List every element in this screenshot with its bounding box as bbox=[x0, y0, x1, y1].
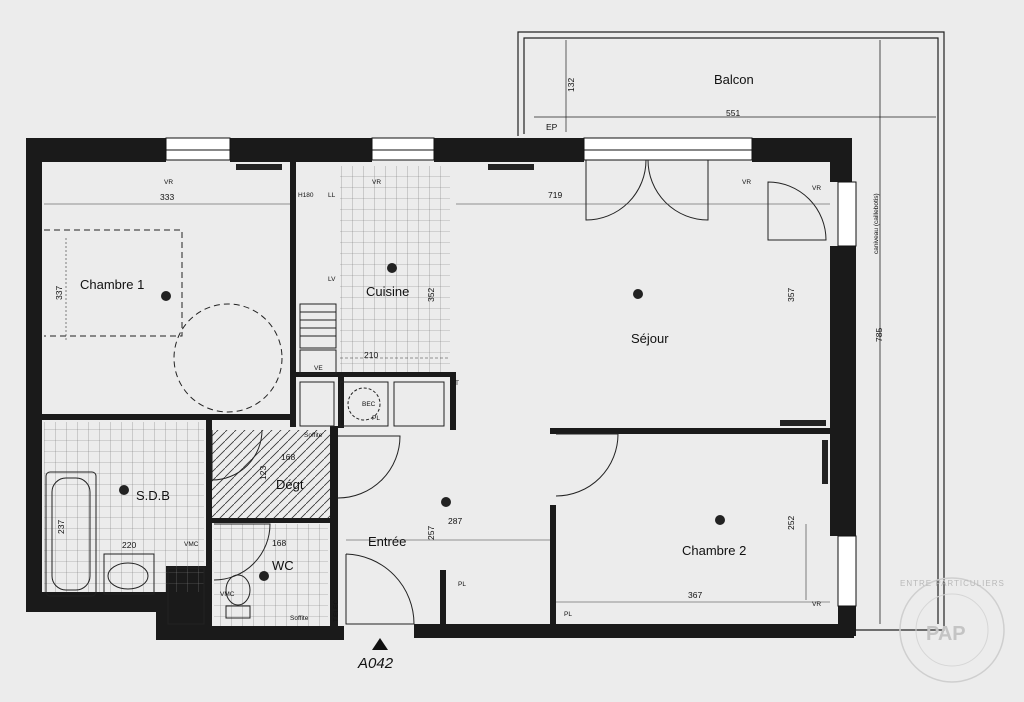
dim-sejour-width: 719 bbox=[548, 190, 562, 200]
vr-label-sejour: VR bbox=[742, 179, 751, 186]
dim-balcon-length: 785 bbox=[874, 328, 884, 342]
caniveau-label: caniveau (caillebotis) bbox=[873, 193, 880, 254]
room-labels: Balcon Chambre 1 Cuisine Séjour S.D.B Dé… bbox=[80, 72, 754, 573]
dim-sdb-width: 220 bbox=[122, 540, 136, 550]
soffite-label-top: Soffite bbox=[304, 432, 323, 439]
dim-balcon-width: 551 bbox=[726, 108, 740, 118]
dim-degt-depth: 123 bbox=[258, 466, 268, 480]
room-label-degt: Dégt bbox=[276, 477, 304, 492]
dim-chambre2-depth: 252 bbox=[786, 516, 796, 530]
ll-label: LL bbox=[328, 192, 336, 199]
room-label-wc: WC bbox=[272, 558, 294, 573]
room-label-chambre1: Chambre 1 bbox=[80, 277, 144, 292]
windows bbox=[165, 137, 857, 607]
ve-label: VE bbox=[314, 365, 323, 372]
vmc-label-sdb: VMC bbox=[184, 541, 199, 548]
dim-chambre1-depth: 337 bbox=[54, 286, 64, 300]
vr-label-cuisine: VR bbox=[372, 179, 381, 186]
fixtures bbox=[44, 229, 445, 625]
dim-sdb-depth: 237 bbox=[56, 520, 66, 534]
pl-label-boiler: PL bbox=[372, 415, 380, 422]
plan-reference: A042 bbox=[357, 655, 394, 672]
vmc-label-wc: VMC bbox=[220, 591, 235, 598]
dimension-lines bbox=[44, 203, 830, 603]
room-label-sejour: Séjour bbox=[631, 331, 669, 346]
dim-cuisine-depth: 352 bbox=[426, 288, 436, 302]
annotations: caniveau (caillebotis) EP VR VR VR VR VR… bbox=[164, 122, 880, 622]
h180-label: H180 bbox=[298, 192, 314, 199]
room-label-cuisine: Cuisine bbox=[366, 284, 409, 299]
vr-label-chambre1: VR bbox=[164, 179, 173, 186]
bec-label: BEC bbox=[362, 401, 376, 408]
vr-label-chambre2: VR bbox=[812, 601, 821, 608]
pl-label-chambre2: PL bbox=[564, 611, 572, 618]
pl-label-entree: PL bbox=[458, 581, 466, 588]
soffite-label-bottom: Soffite bbox=[290, 615, 309, 622]
t-label: T bbox=[455, 380, 459, 387]
dim-chambre2-width: 367 bbox=[688, 590, 702, 600]
lv-label: LV bbox=[328, 276, 336, 283]
entrance-marker: A042 bbox=[357, 638, 394, 672]
dim-entree-width: 287 bbox=[448, 516, 462, 526]
pap-watermark: PAP ENTRE PARTICULIERS bbox=[899, 577, 1005, 683]
t-elec-label: T.ELEC bbox=[333, 600, 340, 622]
dim-cuisine-counter: 210 bbox=[364, 350, 378, 360]
vr-label-sejour-side: VR bbox=[812, 185, 821, 192]
room-label-chambre2: Chambre 2 bbox=[682, 543, 746, 558]
radiators bbox=[236, 164, 828, 484]
watermark-ring-text: ENTRE PARTICULIERS bbox=[900, 579, 1005, 588]
dim-degt-width: 168 bbox=[281, 452, 295, 462]
dim-sejour-depth: 357 bbox=[786, 288, 796, 302]
watermark-letters: PAP bbox=[926, 623, 966, 645]
ep-label: EP bbox=[546, 122, 558, 132]
tile-areas bbox=[44, 166, 450, 626]
light-points bbox=[119, 263, 725, 581]
room-label-entree: Entrée bbox=[368, 534, 406, 549]
dim-chambre1-width: 333 bbox=[160, 192, 174, 202]
dimension-labels: 132 551 785 333 337 719 357 352 210 168 … bbox=[54, 78, 884, 600]
dim-entree-depth: 257 bbox=[426, 526, 436, 540]
exterior-walls bbox=[26, 138, 856, 640]
room-label-balcon: Balcon bbox=[714, 72, 754, 87]
dim-balcon-depth: 132 bbox=[566, 78, 576, 92]
balcony-outline bbox=[517, 31, 945, 631]
dim-wc-width: 168 bbox=[272, 538, 286, 548]
doors bbox=[211, 159, 827, 625]
room-label-sdb: S.D.B bbox=[136, 488, 170, 503]
